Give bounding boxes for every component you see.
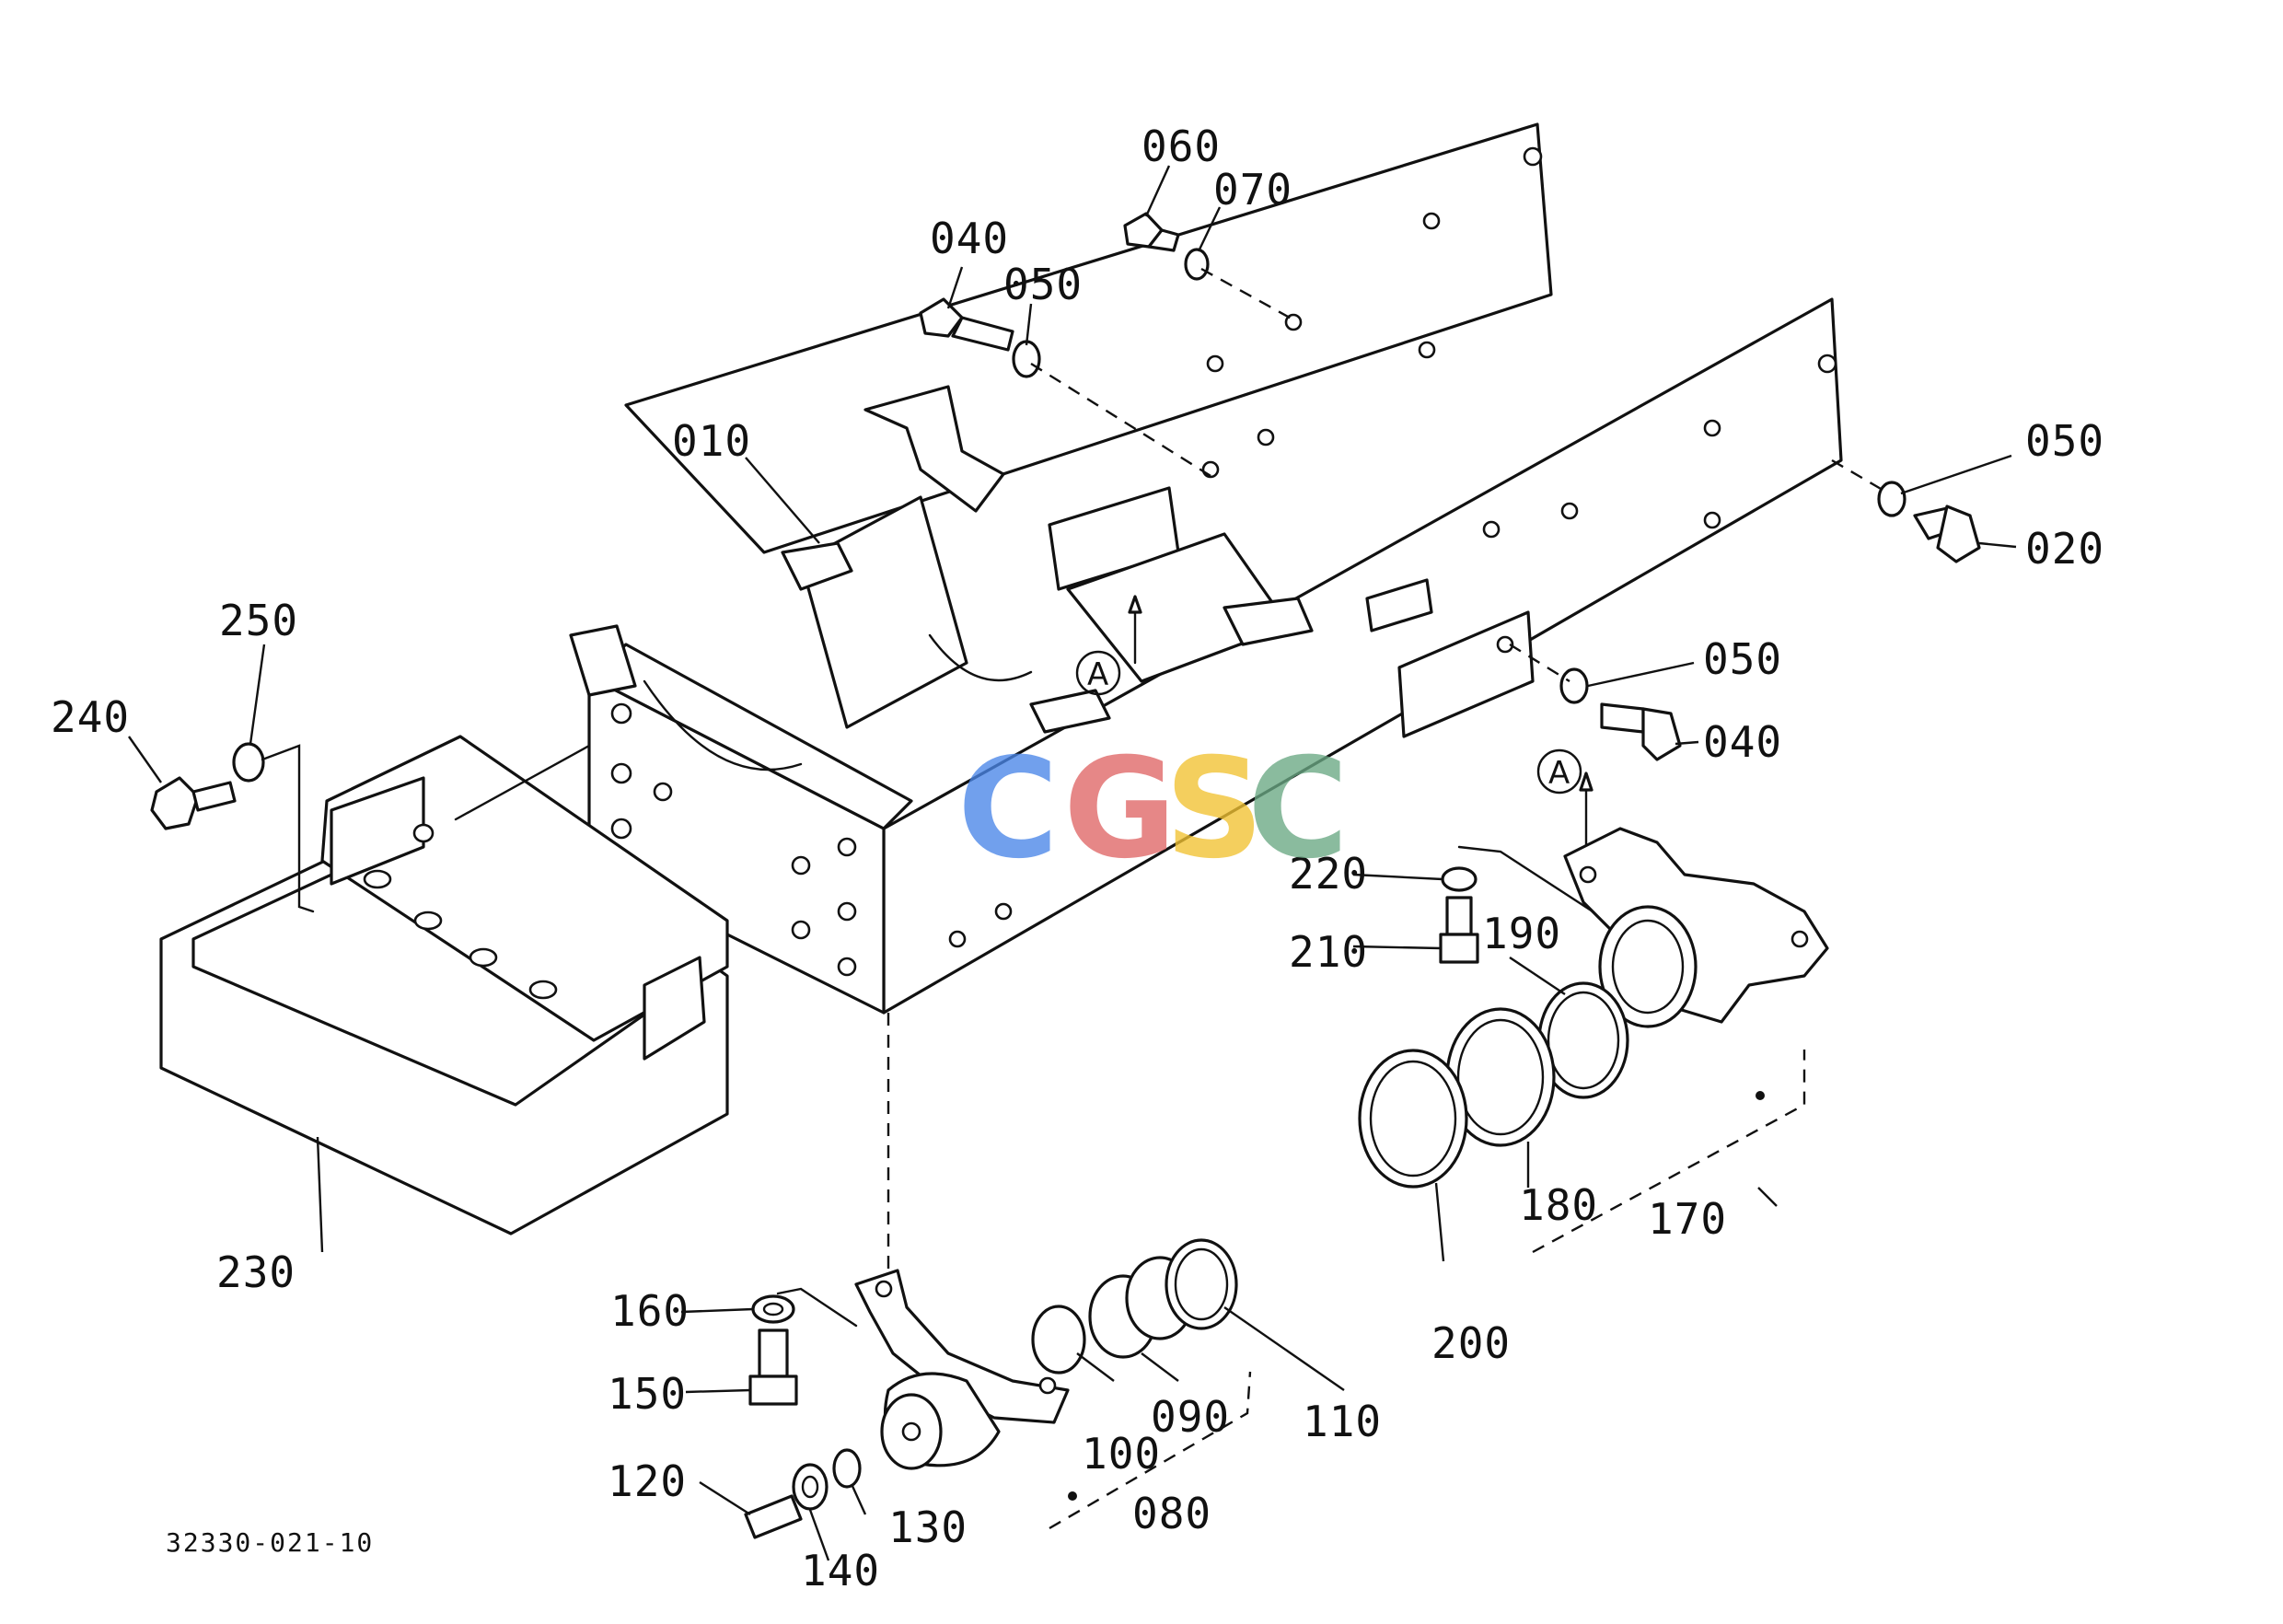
callout-labels: 010 040 050 060 070 050 020 050 040 220 … bbox=[51, 122, 2104, 1595]
washer-220 bbox=[1441, 866, 1478, 892]
bolt-150 bbox=[748, 1328, 798, 1406]
view-reference-a-axle: A bbox=[1536, 748, 1593, 847]
nut-140 bbox=[792, 1463, 829, 1511]
callout-140: 140 bbox=[801, 1546, 880, 1595]
svg-text:G: G bbox=[1063, 729, 1176, 889]
callout-160: 160 bbox=[610, 1286, 690, 1336]
callout-150: 150 bbox=[608, 1369, 687, 1419]
callout-130: 130 bbox=[888, 1502, 968, 1552]
callout-050-top: 050 bbox=[1003, 260, 1083, 309]
callout-250: 250 bbox=[219, 596, 298, 645]
seal-110 bbox=[1165, 1238, 1238, 1330]
svg-text:C: C bbox=[957, 729, 1059, 889]
bolt-020 bbox=[1913, 505, 1981, 563]
washer-050-right-upper bbox=[1877, 481, 1906, 517]
callout-110: 110 bbox=[1303, 1397, 1382, 1446]
svg-text:A: A bbox=[1087, 656, 1108, 693]
callout-200: 200 bbox=[1431, 1318, 1511, 1368]
callout-230: 230 bbox=[216, 1247, 296, 1297]
weight-230 bbox=[159, 735, 729, 1235]
callout-090: 090 bbox=[1151, 1392, 1230, 1442]
bracket-170 bbox=[1563, 827, 1829, 1028]
callout-240: 240 bbox=[51, 692, 130, 742]
callout-040-right: 040 bbox=[1703, 717, 1782, 767]
bolt-240 bbox=[150, 776, 237, 830]
bolt-210 bbox=[1439, 896, 1479, 964]
callout-170: 170 bbox=[1648, 1194, 1727, 1244]
view-reference-a-frame: A bbox=[1075, 595, 1142, 696]
bolt-040-right bbox=[1600, 702, 1682, 761]
reference-dot-080 bbox=[1068, 1491, 1077, 1501]
seal-200 bbox=[1358, 1049, 1468, 1189]
washer-160 bbox=[751, 1294, 795, 1324]
assembly-bracket-080 bbox=[1049, 1371, 1252, 1530]
callout-220: 220 bbox=[1289, 849, 1368, 899]
callout-040-top: 040 bbox=[930, 214, 1009, 263]
svg-text:A: A bbox=[1548, 755, 1570, 792]
callout-180: 180 bbox=[1519, 1180, 1598, 1230]
bolt-040-top bbox=[919, 297, 1014, 352]
bolt-060 bbox=[1123, 212, 1180, 252]
callout-210: 210 bbox=[1289, 927, 1368, 977]
setscrew-120 bbox=[744, 1494, 803, 1539]
bushing-180 bbox=[1445, 1007, 1556, 1147]
watermark-logo: C G S C bbox=[957, 729, 1349, 889]
drawing-code: 32330-021-10 bbox=[166, 1527, 374, 1558]
bracket-080 bbox=[854, 1269, 1070, 1470]
main-frame bbox=[569, 122, 1843, 1015]
svg-text:S: S bbox=[1165, 729, 1264, 889]
callout-010: 010 bbox=[672, 416, 751, 466]
callout-060: 060 bbox=[1142, 122, 1221, 171]
washer-250 bbox=[232, 742, 265, 783]
callout-100: 100 bbox=[1082, 1429, 1161, 1479]
plug-100 bbox=[1031, 1305, 1086, 1375]
leader-lines bbox=[128, 165, 2017, 1561]
callout-190: 190 bbox=[1482, 909, 1561, 958]
washer-070 bbox=[1184, 248, 1210, 281]
washer-050-top bbox=[1012, 340, 1041, 378]
callout-050-right-lower: 050 bbox=[1703, 634, 1782, 684]
washer-130 bbox=[832, 1448, 862, 1489]
svg-text:C: C bbox=[1247, 729, 1349, 889]
callout-080: 080 bbox=[1132, 1489, 1211, 1538]
callout-020: 020 bbox=[2025, 524, 2104, 574]
callout-120: 120 bbox=[608, 1456, 687, 1506]
callout-070: 070 bbox=[1213, 165, 1292, 215]
callout-050-right-upper: 050 bbox=[2025, 416, 2104, 466]
reference-dot-170 bbox=[1756, 1091, 1765, 1100]
washer-050-right-lower bbox=[1559, 667, 1589, 704]
